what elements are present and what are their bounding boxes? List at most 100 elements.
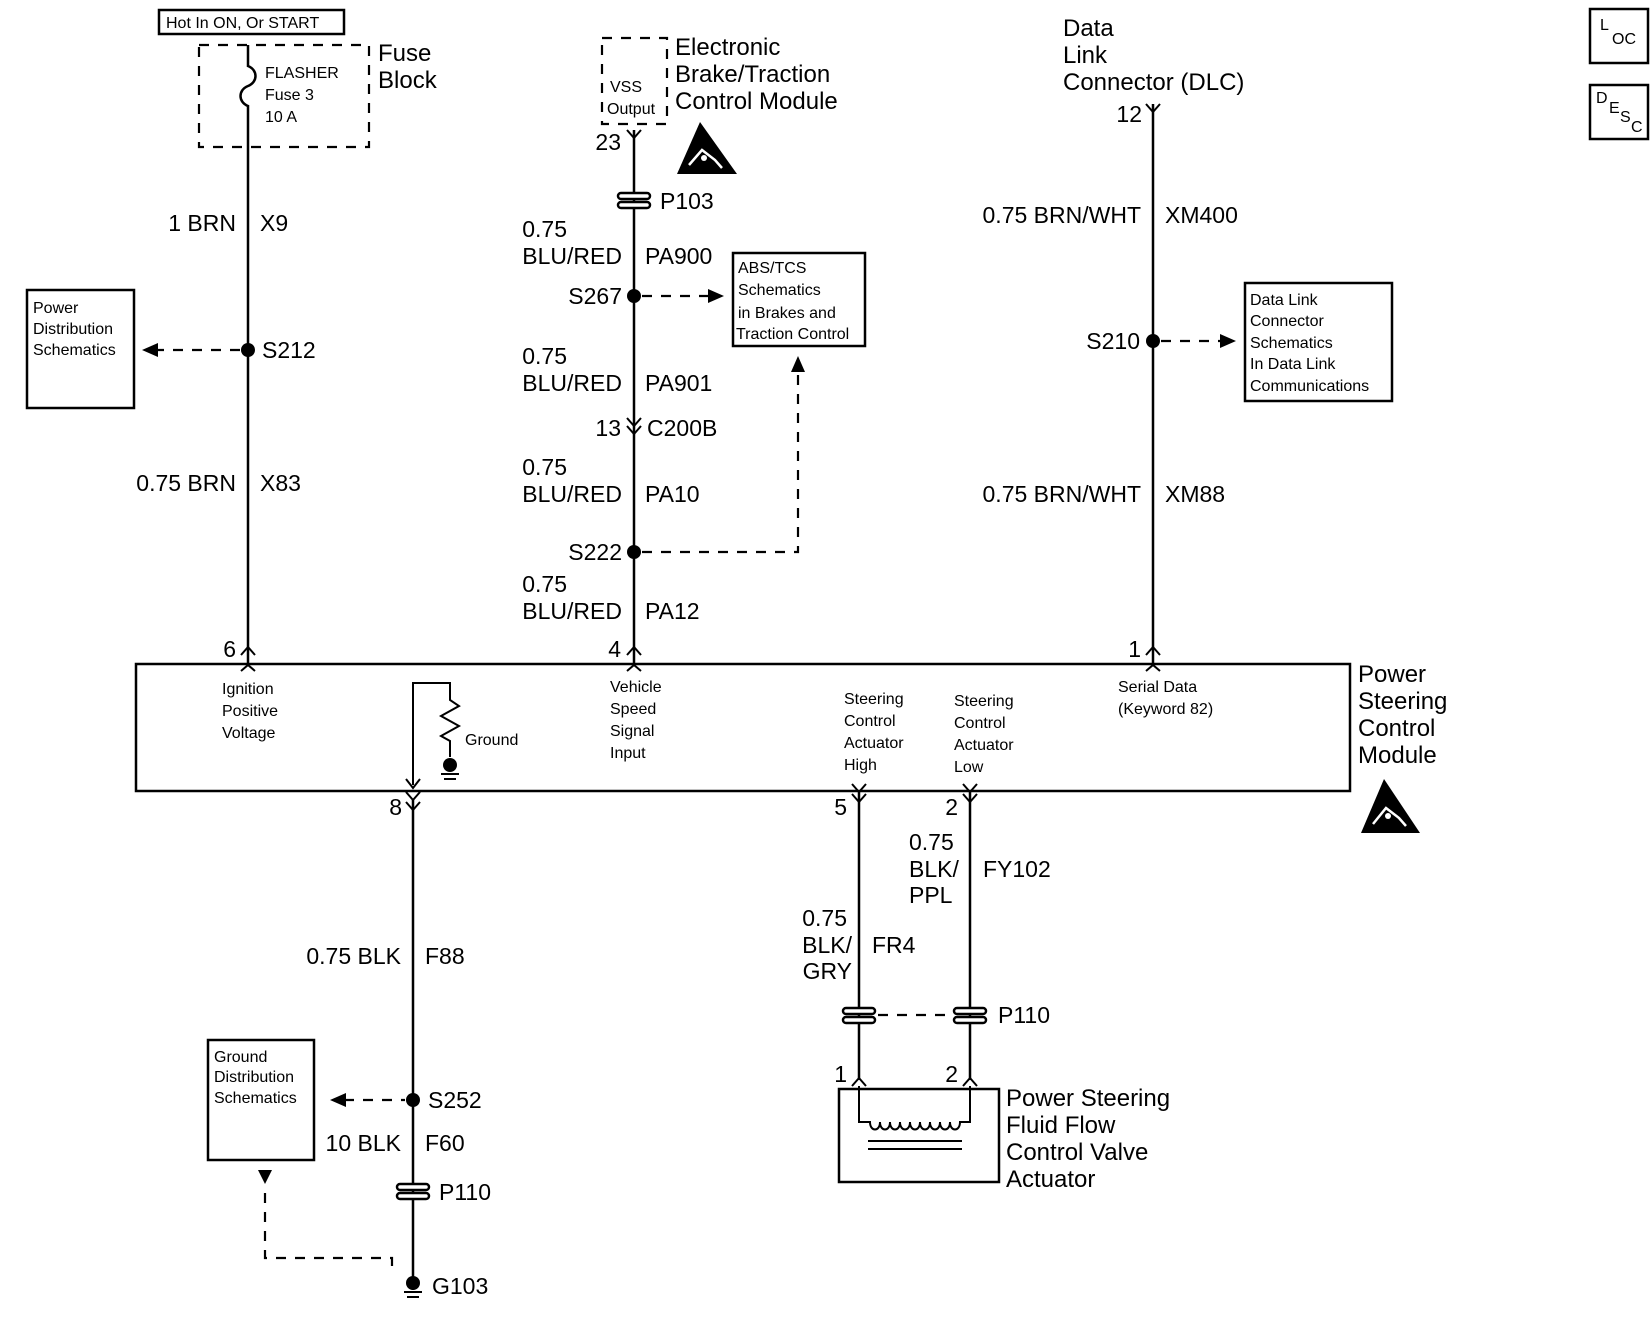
svg-text:(Keyword 82): (Keyword 82) [1118,701,1213,718]
pscm-esd-warning-icon [1361,779,1420,833]
svg-text:Positive: Positive [222,703,278,720]
wire-pa900-label: 0.75 [522,216,567,242]
connector-p110-ground [395,1182,431,1201]
connector-c200b [626,417,642,436]
svg-text:Input: Input [610,745,646,762]
svg-text:Hot In ON, Or START: Hot In ON, Or START [166,15,319,32]
svg-text:PPL: PPL [909,882,953,908]
svg-text:OC: OC [1612,31,1636,48]
svg-text:S267: S267 [568,283,622,309]
svg-text:S: S [1620,109,1631,126]
svg-text:BLU/RED: BLU/RED [522,598,622,624]
g103-ref-arrow [263,1186,394,1266]
svg-text:PA900: PA900 [645,243,712,269]
pscm-module-box [134,662,1352,793]
svg-text:GRY: GRY [803,958,852,984]
actuator-pin-1: 1 [834,1061,847,1087]
svg-text:10 A: 10 A [265,109,297,126]
svg-text:PA12: PA12 [645,598,700,624]
svg-text:Control Valve: Control Valve [1006,1139,1148,1166]
pscm-serial-label: Serial Data [1118,679,1197,696]
svg-text:Actuator: Actuator [1006,1166,1095,1193]
fuse-block-outline [197,43,371,149]
power-distribution-ref-box[interactable]: Power Distribution Schematics [25,288,136,410]
svg-text:Schematics: Schematics [1250,335,1333,352]
wire-x83-label: 0.75 BRN [136,470,236,496]
pscm-pin-5: 5 [834,794,847,820]
svg-text:P110: P110 [439,1179,491,1205]
svg-text:Schematics: Schematics [214,1090,297,1107]
wire-f60-label: 10 BLK [326,1130,402,1156]
ground-distribution-ref-box[interactable]: Ground Distribution Schematics [206,1038,316,1162]
abs-tcs-ref-box[interactable]: ABS/TCS Schematics in Brakes and Tractio… [731,251,867,348]
pscm-pin-6: 6 [223,636,236,662]
data-link-connector-ref-box[interactable]: Data Link Connector Schematics In Data L… [1243,281,1394,403]
svg-text:XM400: XM400 [1165,202,1238,228]
svg-text:Output: Output [607,101,656,118]
svg-text:S252: S252 [428,1087,482,1113]
pscm-pin-4: 4 [608,636,621,662]
svg-text:S212: S212 [262,337,316,363]
pscm-internal-ground-path [412,682,462,785]
svg-text:Module: Module [1358,742,1437,769]
svg-text:Low: Low [954,759,984,776]
svg-text:VSS: VSS [610,79,642,96]
wire-x9-label: 1 BRN [168,210,236,236]
svg-text:Actuator: Actuator [954,737,1014,754]
svg-text:Block: Block [378,67,438,94]
pscm-low-label: Steering [954,693,1014,710]
desc-icon[interactable]: D E S C [1588,83,1650,141]
ground-g103-label: G103 [432,1273,488,1299]
ground-g103-icon [406,1276,420,1290]
pscm-ground-icon [443,758,457,772]
svg-text:Distribution: Distribution [33,321,113,338]
loc-icon[interactable]: L OC [1588,7,1650,65]
svg-text:BLK/: BLK/ [802,932,852,958]
wire-pa901-label: 0.75 [522,343,567,369]
svg-text:Control: Control [954,715,1006,732]
pscm-pin-8: 8 [389,794,402,820]
svg-text:Actuator: Actuator [844,735,904,752]
dlc-pin-12: 12 [1116,101,1142,127]
pscm-pin-2: 2 [945,794,958,820]
svg-text:Steering: Steering [1358,688,1447,715]
svg-text:BLK/: BLK/ [909,856,959,882]
svg-text:L: L [1600,17,1609,34]
ebtcm-pin-23: 23 [595,129,621,155]
pscm-ground-label: Ground [465,732,518,749]
s222-ref-arrow [642,370,800,554]
svg-text:In Data Link: In Data Link [1250,356,1336,373]
svg-text:High: High [844,757,877,774]
svg-text:Control: Control [1358,715,1435,742]
svg-text:Schematics: Schematics [738,282,821,299]
svg-text:Data Link: Data Link [1250,292,1319,309]
svg-text:Control Module: Control Module [675,88,838,115]
svg-text:Connector: Connector [1250,313,1324,330]
actuator-coil-icon [858,1086,971,1131]
svg-text:Schematics: Schematics [33,342,116,359]
dlc-title: Data [1063,15,1114,42]
wire-fr4-label: 0.75 [802,905,847,931]
svg-text:Ground: Ground [214,1049,267,1066]
svg-text:BLU/RED: BLU/RED [522,243,622,269]
svg-text:in Brakes and: in Brakes and [738,305,836,322]
splice-s210 [1146,334,1160,348]
svg-text:Speed: Speed [610,701,656,718]
actuator-box [837,1087,1001,1184]
svg-text:BLU/RED: BLU/RED [522,481,622,507]
svg-text:F60: F60 [425,1130,465,1156]
svg-text:FR4: FR4 [872,932,916,958]
wire-xm88-label: 0.75 BRN/WHT [983,481,1141,507]
ebtcm-title: Electronic [675,34,780,61]
svg-text:S222: S222 [568,539,622,565]
fuse-block-label: Fuse [378,40,431,67]
hot-in-label-box: Hot In ON, Or START [157,8,346,36]
pscm-ign-label: Ignition [222,681,274,698]
svg-text:S210: S210 [1086,328,1140,354]
svg-text:Distribution: Distribution [214,1069,294,1086]
esd-warning-icon [677,122,737,174]
svg-text:P110: P110 [998,1002,1050,1028]
wire-pa10-label: 0.75 [522,454,567,480]
svg-text:Fluid Flow: Fluid Flow [1006,1112,1116,1139]
